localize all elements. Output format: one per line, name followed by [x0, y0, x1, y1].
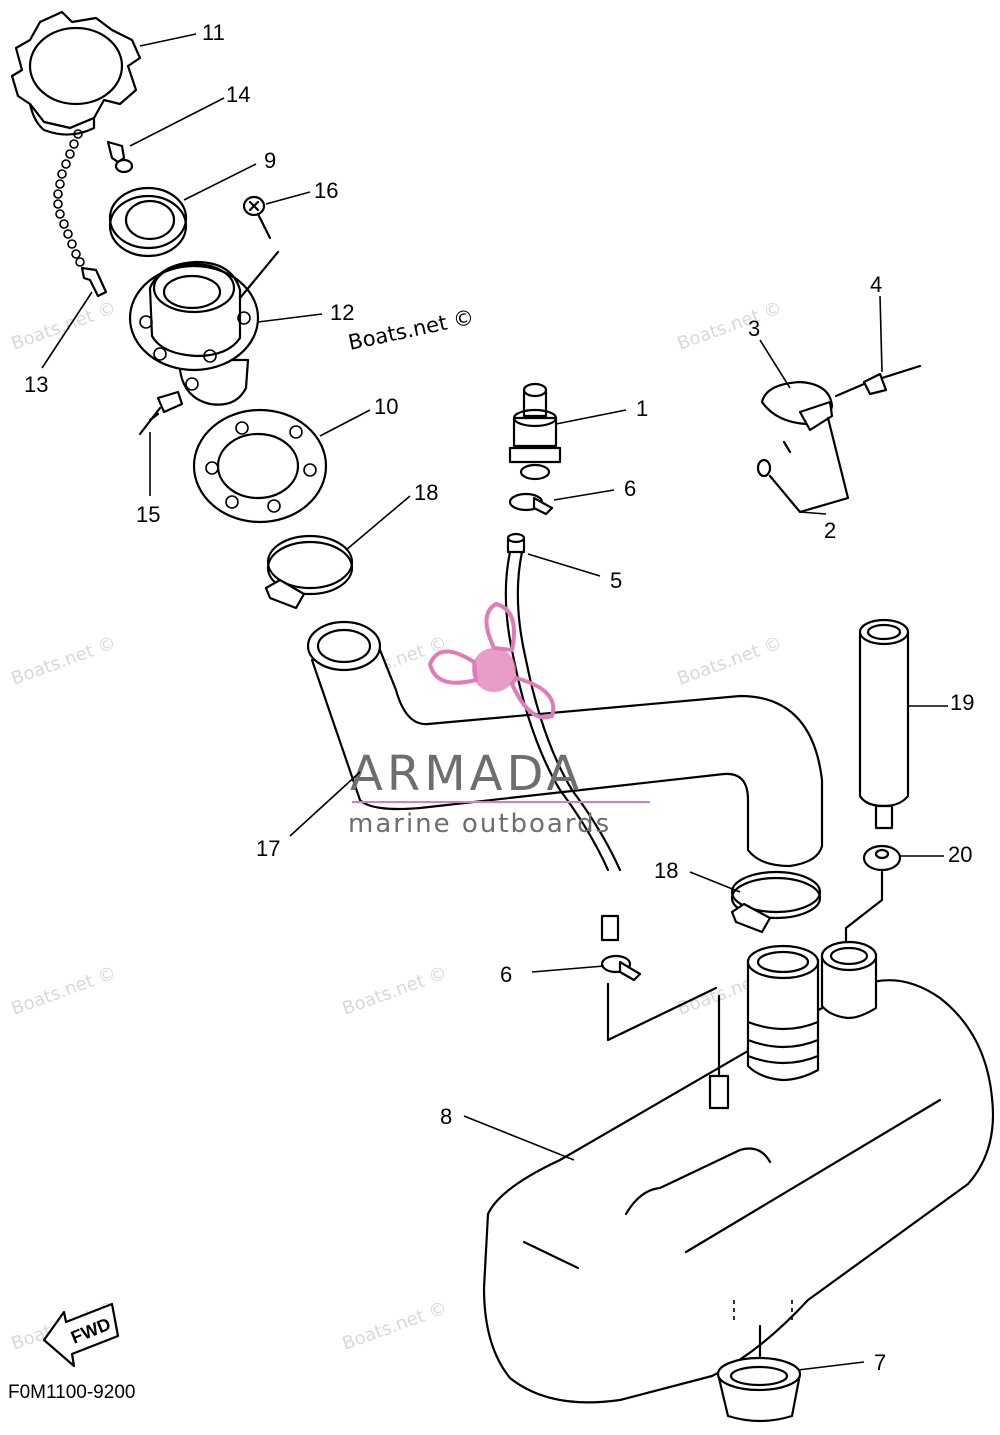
- callout-12: 12: [330, 300, 354, 325]
- brand-name: ARMADA: [350, 746, 583, 802]
- callout-8: 8: [440, 1104, 452, 1129]
- fuel-cap-part: [10, 10, 142, 136]
- callout-9: 9: [264, 148, 276, 173]
- watermark-prominent: Boats.net ©: [346, 305, 476, 355]
- callout-6: 6: [624, 476, 636, 501]
- callout-13: 13: [24, 372, 48, 397]
- watermark: Boats.net ©: [9, 632, 119, 689]
- hose-part: [306, 620, 824, 868]
- screw-small-part: [242, 195, 272, 240]
- vent-fitting-part: [508, 382, 562, 481]
- tank-nipple-part: [708, 994, 730, 1110]
- watermark: Boats.net ©: [9, 297, 119, 354]
- filler-neck-part: [128, 250, 280, 406]
- screw-part: [106, 140, 134, 174]
- hose-clamp-lower-part: [730, 870, 822, 934]
- callout-3: 3: [748, 316, 760, 341]
- callout-15: 15: [136, 502, 160, 527]
- callout-14: 14: [226, 82, 250, 107]
- callout-1: 1: [636, 396, 648, 421]
- vent-tube-part: [504, 532, 622, 942]
- hose-clamp-upper-part: [264, 534, 354, 610]
- callout-18: 18: [414, 480, 438, 505]
- rivet-part: [138, 390, 184, 436]
- watermark: Boats.net ©: [340, 1297, 450, 1354]
- hose-clip-lower-part: [600, 954, 718, 1042]
- callout-17: 17: [256, 836, 280, 861]
- gasket-part: [192, 408, 328, 524]
- watermark: Boats.net ©: [675, 297, 785, 354]
- watermark: Boats.net ©: [9, 962, 119, 1019]
- callout-2: 2: [824, 518, 836, 543]
- vent-collar-part: [820, 940, 878, 1020]
- callout-18-lower: 18: [654, 858, 678, 883]
- leader-lines: [41, 33, 948, 1371]
- callout-4: 4: [870, 272, 882, 297]
- callout-16: 16: [314, 178, 338, 203]
- brand-tagline: marine outboards: [348, 809, 611, 839]
- brand-logo: ARMADA marine outboards: [348, 601, 650, 839]
- callout-19: 19: [950, 690, 974, 715]
- tank-filler-collar-part: [746, 944, 820, 1082]
- grommet-part: [108, 186, 188, 258]
- drain-cap-part: [716, 1300, 802, 1423]
- chain-part: [53, 129, 108, 298]
- watermark: Boats.net ©: [340, 962, 450, 1019]
- callout-7: 7: [874, 1350, 886, 1375]
- hose-clip-upper-part: [508, 492, 554, 516]
- callout-6-lower: 6: [500, 962, 512, 987]
- callout-11: 11: [202, 20, 225, 45]
- callout-10: 10: [374, 394, 398, 419]
- vent-pipe-part: [858, 618, 910, 830]
- callout-labels: 1 2 3 4 5 6 6 7 8 9 10 11 12 13 14 15 16…: [24, 20, 974, 1375]
- callout-20: 20: [948, 842, 972, 867]
- watermark: Boats.net ©: [675, 632, 785, 689]
- strap-bracket-part: [756, 364, 922, 514]
- callout-5: 5: [610, 568, 622, 593]
- washer-part: [844, 844, 902, 952]
- diagram-code: F0M1100-9200: [8, 1382, 135, 1403]
- fuel-tank-part: [482, 979, 995, 1404]
